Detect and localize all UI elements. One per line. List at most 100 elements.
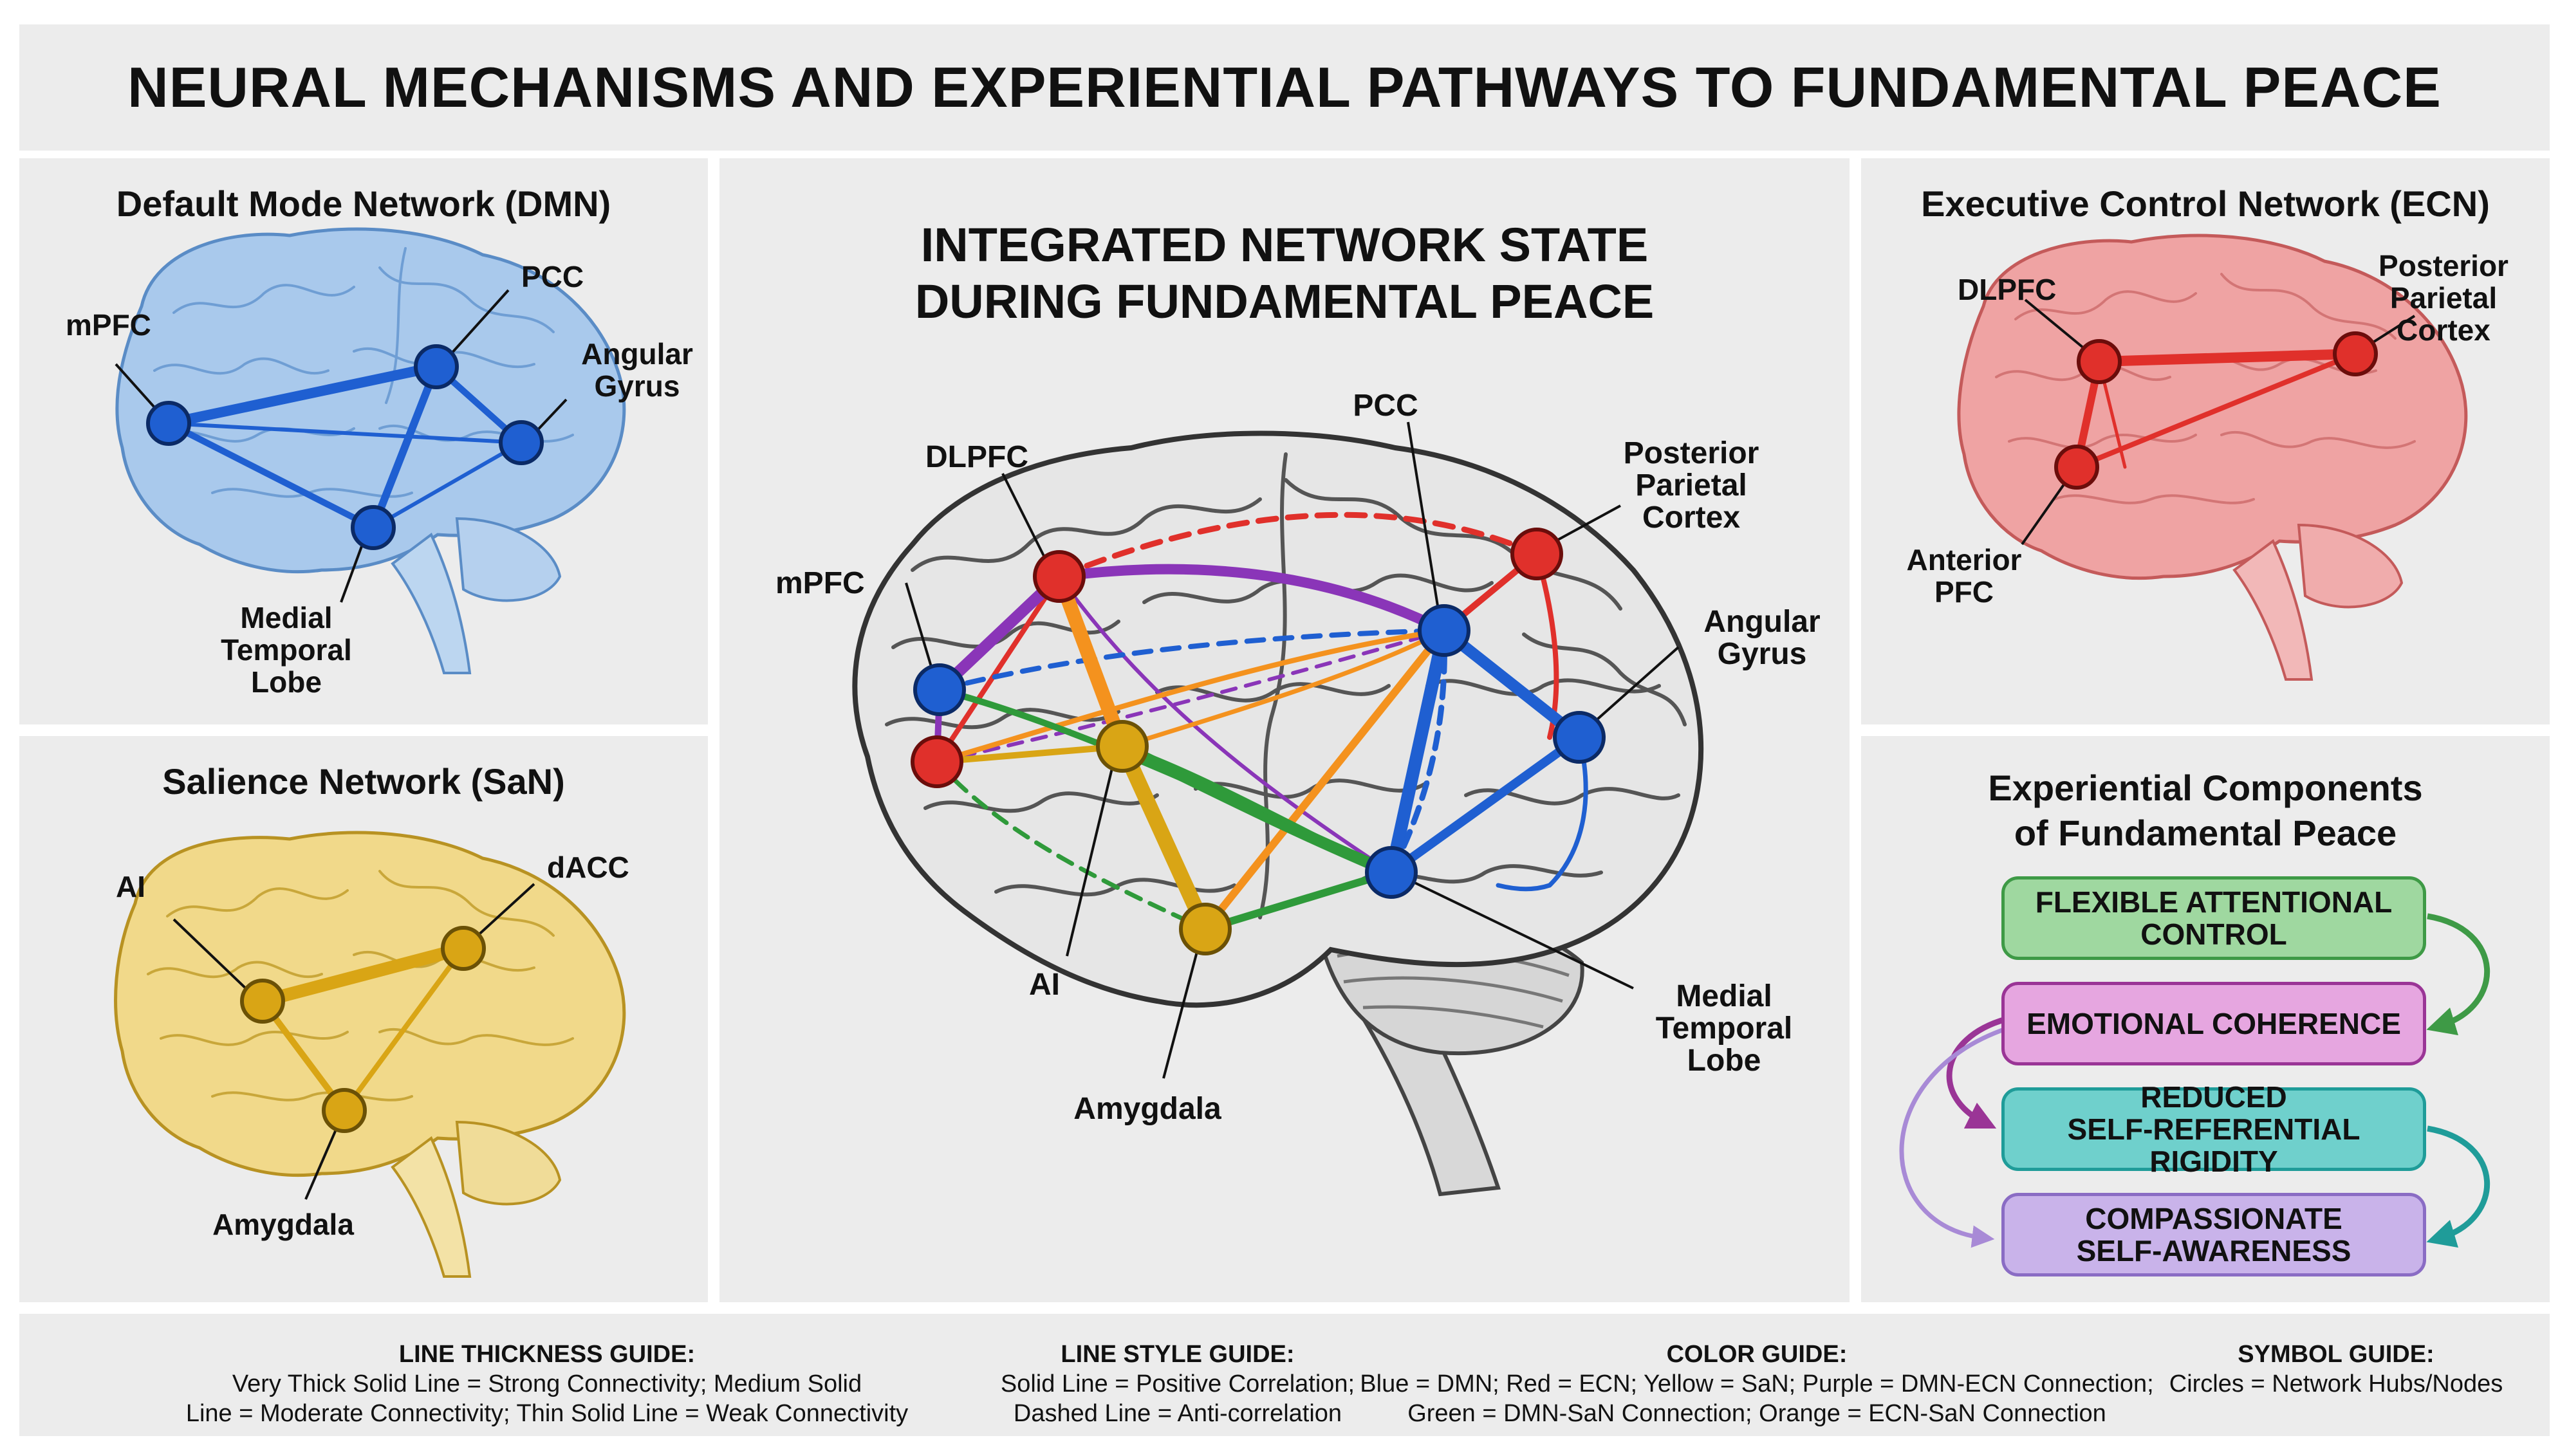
san-node-ai (240, 979, 285, 1024)
san-label-dacc: dACC (547, 851, 629, 884)
san-node-amygdala (322, 1088, 367, 1133)
dmn-leaders (115, 289, 568, 603)
edge-mpfc-pcc-orange (934, 628, 1447, 764)
san-cerebellum (455, 1120, 562, 1206)
ecn-label-apfc-2: PFC (1934, 575, 1994, 609)
arrow-stage-1-to-2 (2426, 913, 2490, 1036)
title-bar: NEURAL MECHANISMS AND EXPERIENTIAL PATHW… (19, 24, 2550, 151)
node-pcc (1418, 604, 1470, 657)
ecn-brainstem (2232, 539, 2314, 681)
node-mtl (1365, 846, 1418, 899)
san-panel: Salience Network (SaN) (19, 736, 708, 1302)
edge-dlpfc-mpfc-red (934, 574, 1062, 764)
edge-pcc-mtl (1385, 624, 1451, 879)
stage-emotional-coherence: EMOTIONAL COHERENCE (2001, 982, 2426, 1065)
label-mtl-2: Temporal (1656, 1011, 1792, 1046)
dmn-node-mtl (351, 505, 396, 550)
edge-ai-mtl-green-2 (1120, 744, 1394, 875)
arrow-stage-2-to-3 (1946, 1016, 2007, 1129)
dmn-label-mtl-2: Temporal (221, 633, 352, 667)
legend-color-heading: COLOR GUIDE: (1666, 1341, 1848, 1368)
ecn-leaders (2021, 299, 2416, 546)
arrow-stage-2-to-4 (1899, 1026, 2007, 1248)
node-amygdala (1179, 903, 1232, 955)
ecn-nodes (2054, 331, 2378, 490)
san-leaders (172, 883, 535, 1200)
node-apfc (911, 735, 963, 788)
ecn-node-dlpfc (2077, 339, 2122, 384)
legend-thickness-line-1: Very Thick Solid Line = Strong Connectiv… (232, 1370, 862, 1397)
dmn-edge-mpfc-mtl (165, 420, 376, 531)
ecn-brain (1957, 234, 2468, 681)
edge-dlpfc-ppc (1056, 511, 1540, 580)
dmn-diagram: Default Mode Network (DMN) (66, 183, 693, 699)
label-ppc-3: Cortex (1642, 501, 1740, 535)
edge-mpfc-amygdala-green-dash (934, 759, 1208, 932)
ecn-label-ppc-1: Posterior (2379, 249, 2509, 282)
ecn-node-ppc (2333, 331, 2378, 376)
ecn-diagram: Executive Control Network (ECN) (1907, 183, 2509, 681)
edge-dlpfc-mpfc-purple (934, 571, 1065, 696)
edge-mpfc-pcc-blue-dash (937, 628, 1447, 692)
label-mtl-3: Lobe (1687, 1044, 1761, 1078)
dmn-label-pcc: PCC (521, 260, 584, 293)
edge-dlpfc-pcc-purple (1054, 564, 1449, 636)
center-panel: INTEGRATED NETWORK STATE DURING FUNDAMEN… (719, 158, 1850, 1302)
ecn-cerebellum (2297, 523, 2404, 609)
legend-style: LINE STYLE GUIDE: Solid Line = Positive … (920, 1340, 1435, 1428)
node-mpfc (913, 663, 966, 716)
edge-mpfc-ai-yellow (934, 743, 1126, 765)
dmn-labels: mPFC PCC Angular Gyrus Medial Temporal L… (66, 260, 693, 699)
dmn-brain (115, 227, 626, 674)
ecn-label-ppc-2: Parietal (2390, 281, 2497, 315)
experiential-panel: Experiential Components of Fundamental P… (1861, 736, 2550, 1302)
dmn-label-mtl-1: Medial (240, 601, 332, 634)
ecn-label-dlpfc: DLPFC (1958, 273, 2056, 306)
label-angular-2: Gyrus (1718, 637, 1807, 671)
dmn-cerebellum (455, 517, 562, 602)
label-mtl-1: Medial (1676, 979, 1772, 1013)
label-ppc-1: Posterior (1624, 436, 1759, 470)
stage-2-text: EMOTIONAL COHERENCE (2026, 1007, 2401, 1040)
experiential-arrows: Experiential Components of Fundamental P… (1899, 768, 2490, 1248)
san-brain (114, 831, 626, 1278)
center-brain (852, 430, 1704, 1197)
edge-ai-pcc-orange (1120, 628, 1447, 749)
dmn-label-angular-2: Gyrus (595, 369, 680, 403)
edge-pcc-amygdala-orange (1201, 627, 1448, 933)
dmn-edge-mpfc-angular (167, 421, 523, 445)
san-edge-ai-dacc (256, 942, 470, 1008)
san-label-amygdala: Amygdala (212, 1208, 354, 1241)
label-mpfc: mPFC (775, 566, 865, 600)
san-label-ai: AI (116, 870, 145, 903)
node-dlpfc (1033, 550, 1086, 603)
san-edge-dacc-amygdala (342, 946, 466, 1113)
label-angular-1: Angular (1703, 605, 1820, 639)
san-labels: AI dACC Amygdala (116, 851, 629, 1241)
ecn-labels: DLPFC Posterior Parietal Cortex Anterior… (1907, 249, 2509, 609)
edge-dlpfc-ai-orange (1052, 569, 1129, 753)
arrow-stage-3-to-4 (2426, 1125, 2490, 1248)
san-title: Salience Network (SaN) (162, 761, 565, 802)
san-edge-ai-amygdala (259, 998, 348, 1114)
san-node-dacc (441, 926, 486, 971)
dmn-edge-mpfc-pcc (163, 362, 441, 429)
legend-color-line-2: Green = DMN-SaN Connection; Orange = ECN… (1407, 1400, 2106, 1427)
label-pcc: PCC (1353, 389, 1418, 423)
ecn-node-apfc (2054, 445, 2099, 490)
center-leaders (905, 421, 1680, 1079)
dmn-nodes (146, 344, 544, 550)
label-amygdala: Amygdala (1073, 1092, 1221, 1126)
dmn-label-angular-1: Angular (581, 337, 693, 371)
san-connections (256, 942, 470, 1114)
dmn-label-mpfc: mPFC (66, 308, 151, 342)
legend-thickness-line-2: Line = Moderate Connectivity; Thin Solid… (185, 1400, 909, 1427)
node-ppc (1510, 528, 1563, 580)
edge-mpfc-pcc-purple-dash (935, 629, 1446, 764)
experiential-title-line-1: Experiential Components (1988, 768, 2422, 808)
ecn-edge-apfc-ppc (2074, 351, 2358, 470)
ecn-title: Executive Control Network (ECN) (1921, 183, 2490, 224)
